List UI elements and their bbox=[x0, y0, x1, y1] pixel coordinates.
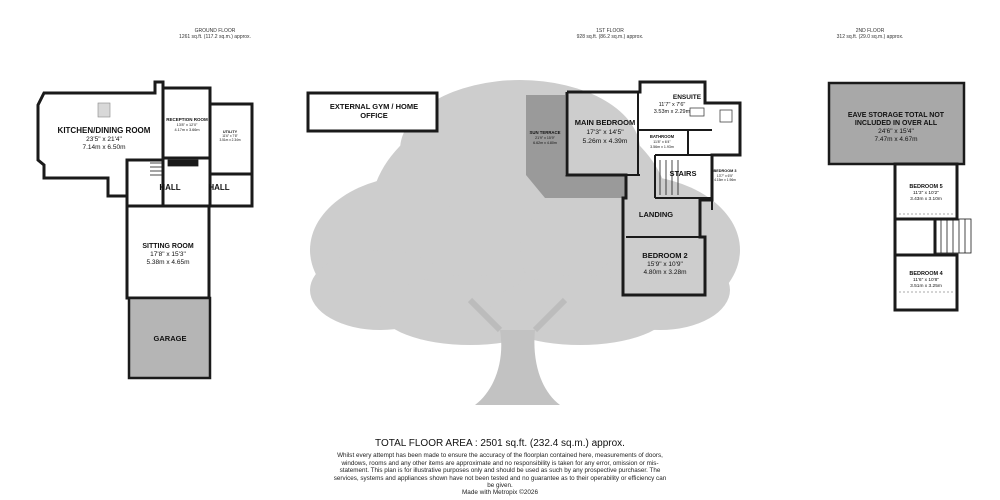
ground-ensuite-outline bbox=[208, 172, 254, 208]
sitting-room-metric: 5.38m x 4.65m bbox=[147, 259, 190, 266]
stairs-label: STAIRS bbox=[670, 169, 697, 178]
ground-floor-area: 1261 sq.ft. (117.2 sq.m.) approx. bbox=[179, 34, 251, 40]
utility-imperial: 11'6" x 7'8" bbox=[222, 134, 237, 138]
second-floor-landing bbox=[893, 217, 937, 257]
second-floor-name: 2ND FLOOR bbox=[855, 28, 885, 34]
kitchen-metric: 7.14m x 6.50m bbox=[83, 144, 126, 151]
sun-terrace-imperial: 21'9" x 15'9" bbox=[535, 136, 555, 140]
main-bedroom-label: MAIN BEDROOM bbox=[575, 118, 635, 127]
utility-label: UTILITY bbox=[223, 130, 238, 134]
hall-right-label: HALL bbox=[208, 183, 229, 192]
ground-floor-heading: GROUND FLOOR 1261 sq.ft. (117.2 sq.m.) a… bbox=[150, 28, 280, 40]
sitting-room-imperial: 17'8" x 15'3" bbox=[150, 251, 186, 258]
ensuite-metric: 3.53m x 2.29m bbox=[654, 109, 691, 115]
ground-floor-name: GROUND FLOOR bbox=[194, 28, 236, 34]
ensuite-label: ENSUITE bbox=[673, 94, 702, 101]
second-floor-area: 312 sq.ft. (29.0 sq.m.) approx. bbox=[836, 34, 904, 40]
first-floor-area: 928 sq.ft. (86.2 sq.m.) approx. bbox=[576, 34, 644, 40]
reception-label: RECEPTION ROOM bbox=[166, 117, 208, 122]
landing-label: LANDING bbox=[639, 210, 673, 219]
total-floor-area: TOTAL FLOOR AREA : 2501 sq.ft. (232.4 sq… bbox=[375, 438, 625, 449]
bedroom2-label: BEDROOM 2 bbox=[642, 251, 687, 260]
utility-outline bbox=[208, 102, 254, 176]
kitchen-imperial: 23'5" x 21'4" bbox=[86, 136, 122, 143]
bedroom5-metric: 3.43m x 3.10m bbox=[910, 196, 942, 202]
main-bedroom-outline bbox=[565, 80, 742, 297]
bedroom4-imperial: 11'6" x 10'8" bbox=[913, 277, 939, 283]
sitting-room-label: SITTING ROOM bbox=[142, 243, 194, 250]
floorplan-drawing: KITCHEN/DINING ROOM 23'5" x 21'4" 7.14m … bbox=[36, 80, 972, 405]
bedroom5-outline bbox=[893, 162, 959, 221]
eave-imperial: 24'6" x 15'4" bbox=[878, 128, 914, 135]
kitchen-island bbox=[97, 102, 111, 118]
first-floor-heading: 1ST FLOOR 928 sq.ft. (86.2 sq.m.) approx… bbox=[545, 28, 675, 40]
first-floor-name: 1ST FLOOR bbox=[596, 28, 624, 34]
reception-metric: 4.17m x 3.66m bbox=[174, 128, 199, 132]
gym-label-line2: OFFICE bbox=[360, 111, 388, 120]
tree-illustration bbox=[310, 80, 740, 405]
sun-terrace-area bbox=[526, 95, 626, 198]
bedroom3-metric: 4.15m x 1.96m bbox=[714, 178, 736, 182]
bathroom-tub bbox=[689, 107, 705, 117]
ensuite-shower bbox=[719, 109, 733, 123]
garage-label: GARAGE bbox=[154, 334, 187, 343]
main-bedroom-metric: 5.26m x 4.39m bbox=[583, 138, 628, 145]
bedroom2-metric: 4.80m x 3.28m bbox=[644, 269, 687, 276]
bedroom4-label: BEDROOM 4 bbox=[909, 271, 943, 277]
bedroom4-metric: 3.51m x 3.25m bbox=[910, 283, 942, 289]
hall-left-label: HALL bbox=[159, 183, 180, 192]
bathroom-label: BATHROOM bbox=[650, 134, 675, 139]
eave-metric: 7.47m x 4.67m bbox=[875, 136, 918, 143]
reception-imperial: 13'8" x 12'0" bbox=[177, 123, 198, 127]
second-floor-plan bbox=[893, 162, 959, 312]
bedroom3-label: BEDROOM 3 bbox=[714, 169, 737, 173]
eave-line2: INCLUDED IN OVER ALL bbox=[855, 120, 938, 127]
ensuite-imperial: 11'7" x 7'6" bbox=[659, 102, 686, 108]
utility-metric: 3.51m x 2.34m bbox=[219, 138, 240, 142]
main-bedroom-imperial: 17'3" x 14'5" bbox=[586, 129, 624, 136]
second-floor-heading: 2ND FLOOR 312 sq.ft. (29.0 sq.m.) approx… bbox=[810, 28, 930, 40]
eave-storage-area bbox=[827, 81, 966, 166]
bathroom-imperial: 11'8" x 6'4" bbox=[653, 140, 671, 144]
bedroom3-imperial: 13'7" x 6'5" bbox=[717, 174, 734, 178]
second-floor-stairs bbox=[934, 218, 972, 254]
external-gym-outline bbox=[306, 91, 439, 133]
first-floor-stairs bbox=[659, 160, 679, 195]
sun-terrace-metric: 6.62m x 4.80m bbox=[533, 141, 557, 145]
made-with-credit: Made with Metropix ©2026 bbox=[461, 489, 539, 496]
bedroom5-label: BEDROOM 5 bbox=[909, 184, 942, 190]
kitchen-label: KITCHEN/DINING ROOM bbox=[58, 126, 151, 135]
garage-outline bbox=[127, 296, 212, 380]
bedroom4-outline bbox=[893, 253, 959, 312]
first-floor-plan bbox=[565, 80, 742, 297]
gym-label-line1: EXTERNAL GYM / HOME bbox=[330, 102, 418, 111]
disclaimer-text: Whilst every attempt has been made to en… bbox=[333, 452, 667, 490]
ground-stairs bbox=[150, 159, 199, 176]
bathroom-metric: 3.56m x 1.93m bbox=[650, 145, 674, 149]
bedroom5-imperial: 11'3" x 10'2" bbox=[913, 190, 939, 196]
sun-terrace-label: SUN TERRACE bbox=[529, 130, 560, 135]
bedroom2-imperial: 15'9" x 10'9" bbox=[647, 261, 683, 268]
eave-line1: EAVE STORAGE TOTAL NOT bbox=[848, 112, 945, 119]
hall-left-outline bbox=[125, 158, 165, 208]
